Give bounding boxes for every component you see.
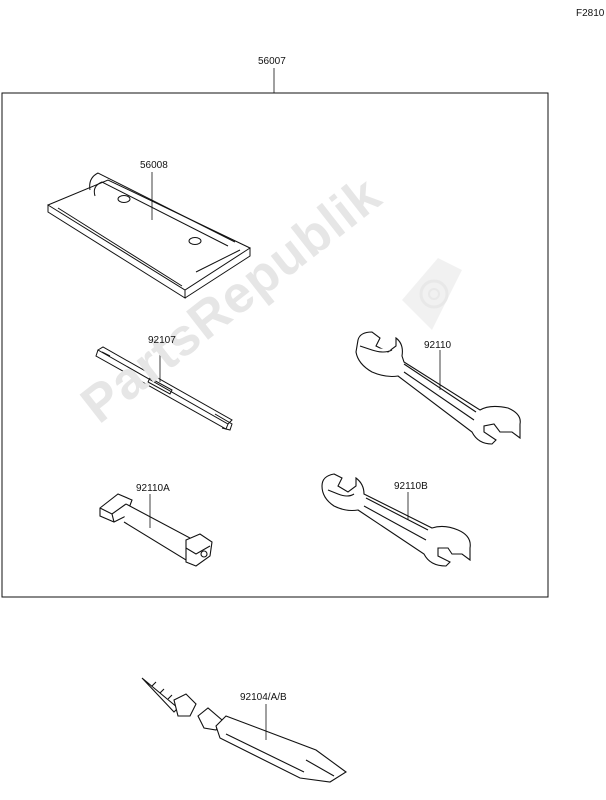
tool-case [46, 172, 252, 299]
screwdriver [95, 346, 233, 431]
kit-box [1, 92, 549, 598]
part-number-case[interactable]: 56008 [140, 160, 168, 171]
wrench-large [355, 331, 521, 445]
plug-socket [99, 493, 213, 567]
part-number-grease[interactable]: 92104/A/B [240, 692, 287, 703]
part-number-kit[interactable]: 56007 [258, 56, 286, 67]
grease-tube [141, 677, 347, 783]
part-number-plug-socket[interactable]: 92110A [136, 483, 170, 494]
watermark-gear-icon [402, 258, 462, 330]
part-number-wrench-small[interactable]: 92110B [394, 481, 428, 492]
part-number-screwdriver[interactable]: 92107 [148, 335, 176, 346]
page-code: F2810 [576, 8, 605, 19]
wrench-small [321, 473, 471, 567]
part-number-wrench-large[interactable]: 92110 [424, 340, 452, 351]
